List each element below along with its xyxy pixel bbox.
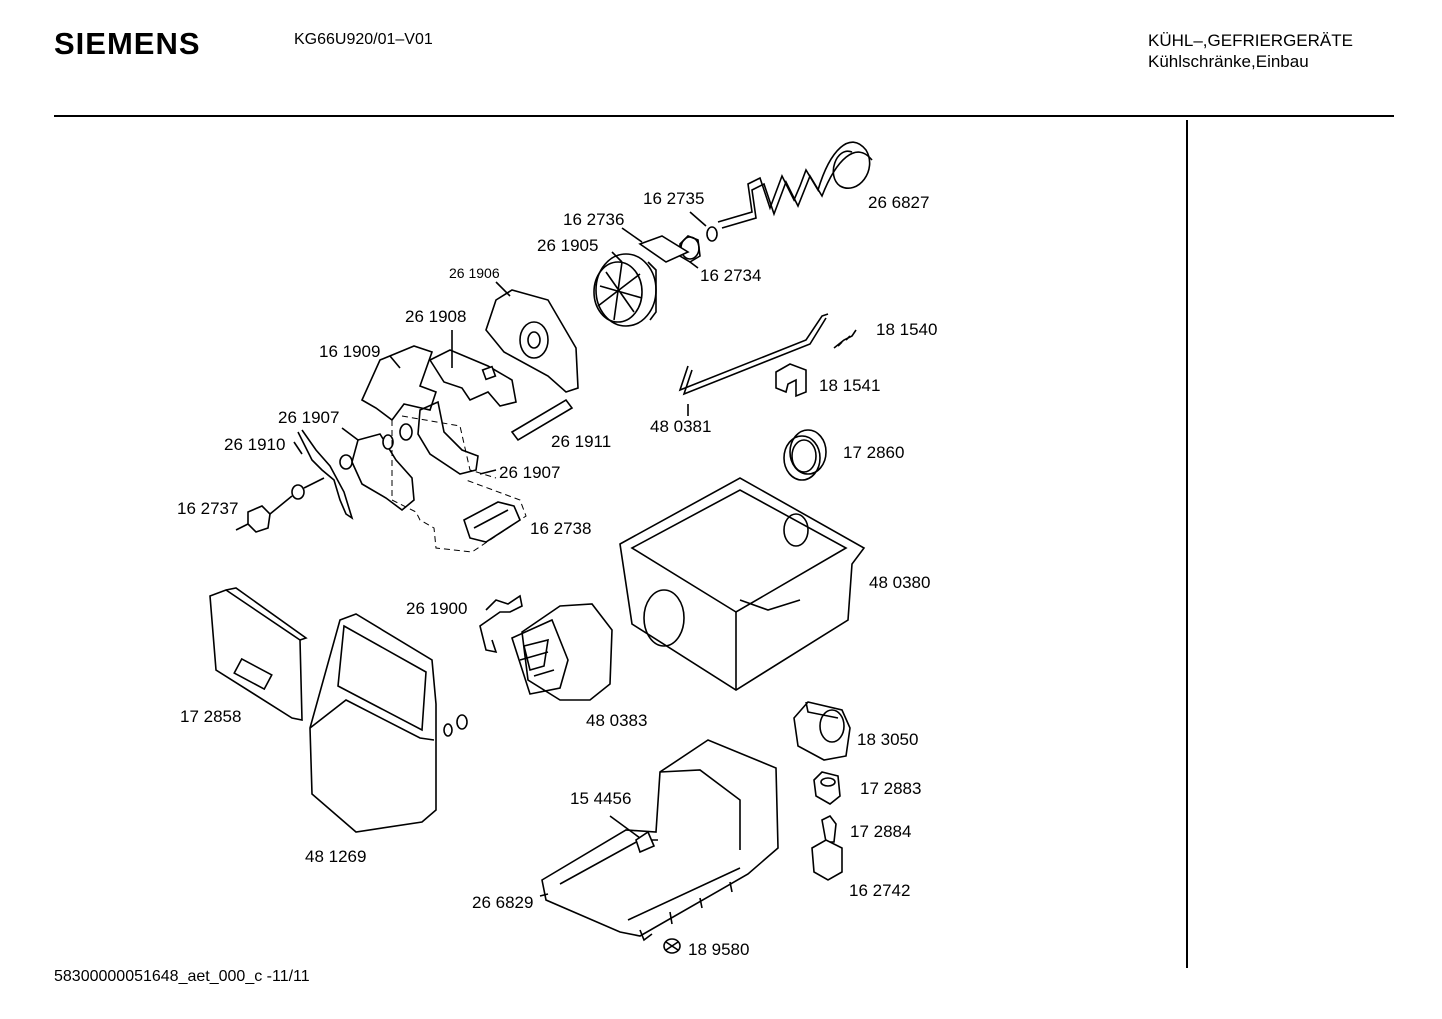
- part-label: 18 1540: [876, 320, 937, 339]
- part-label: 16 2735: [643, 189, 704, 208]
- rod-part: [678, 313, 857, 396]
- ice-bin-part: [619, 477, 866, 691]
- leader-lines: [293, 211, 707, 897]
- screw-part: [663, 938, 681, 954]
- solenoid-part: [813, 771, 841, 805]
- category-title: KÜHL–,GEFRIERGERÄTE: [1148, 31, 1353, 50]
- part-label: 48 0383: [586, 711, 647, 730]
- part-label: 48 0381: [650, 417, 711, 436]
- part-label: 26 6827: [868, 193, 929, 212]
- cover-panel-part: [209, 587, 308, 721]
- part-label: 16 2738: [530, 519, 591, 538]
- document-code: 58300000051648_aet_000_c -11/11: [54, 968, 310, 985]
- fan-wheel-part: [593, 253, 657, 327]
- ice-tray-part: [541, 739, 779, 942]
- part-label: 17 2858: [180, 707, 241, 726]
- water-valve-part: [811, 814, 843, 881]
- part-label: 18 9580: [688, 940, 749, 959]
- part-label: 26 1906: [449, 265, 500, 281]
- front-housing-part: [309, 613, 468, 833]
- side-divider: [1186, 120, 1188, 968]
- bracket-part-upper: [360, 345, 517, 422]
- part-label: 17 2883: [860, 779, 921, 798]
- part-label: 26 1910: [224, 435, 285, 454]
- sleeve-ring-part: [783, 429, 827, 481]
- category-subtitle: Kühlschränke,Einbau: [1148, 52, 1309, 71]
- gear-motor-part: [793, 701, 851, 761]
- part-label: 16 2737: [177, 499, 238, 518]
- nut-part: [235, 477, 325, 533]
- clip-part: [775, 363, 807, 398]
- model-number: KG66U920/01–V01: [294, 31, 433, 48]
- brand-logo: SIEMENS: [54, 26, 201, 61]
- bracket-part-lower: [339, 400, 479, 512]
- part-label: 48 0380: [869, 573, 930, 592]
- fan-shroud-part: [485, 289, 579, 393]
- spring-lever-part: [297, 429, 354, 520]
- part-label: 16 1909: [319, 342, 380, 361]
- shaft-part: [510, 398, 574, 442]
- fan-housing-part: [511, 603, 613, 701]
- part-label: 26 1911: [551, 432, 611, 451]
- part-label: 17 2860: [843, 443, 904, 462]
- part-label: 15 4456: [570, 789, 631, 808]
- part-label: 16 2734: [700, 266, 761, 285]
- heater-cap-part: [638, 235, 701, 263]
- header-divider: [54, 115, 1394, 117]
- part-label: 48 1269: [305, 847, 366, 866]
- part-label: 18 1541: [819, 376, 880, 395]
- part-label: 18 3050: [857, 730, 918, 749]
- part-label: 17 2884: [850, 822, 911, 841]
- part-label: 26 1907: [499, 463, 560, 482]
- part-label: 16 2736: [563, 210, 624, 229]
- part-label: 26 1900: [406, 599, 467, 618]
- assembly-outline: [391, 415, 527, 553]
- part-label: 16 2742: [849, 881, 910, 900]
- part-label: 26 1907: [278, 408, 339, 427]
- switch-part: [463, 501, 522, 543]
- part-label: 26 6829: [472, 893, 533, 912]
- heater-coil-part: [706, 141, 873, 242]
- part-label: 26 1905: [537, 236, 598, 255]
- mounting-clip-part: [479, 594, 523, 654]
- part-label: 26 1908: [405, 307, 466, 326]
